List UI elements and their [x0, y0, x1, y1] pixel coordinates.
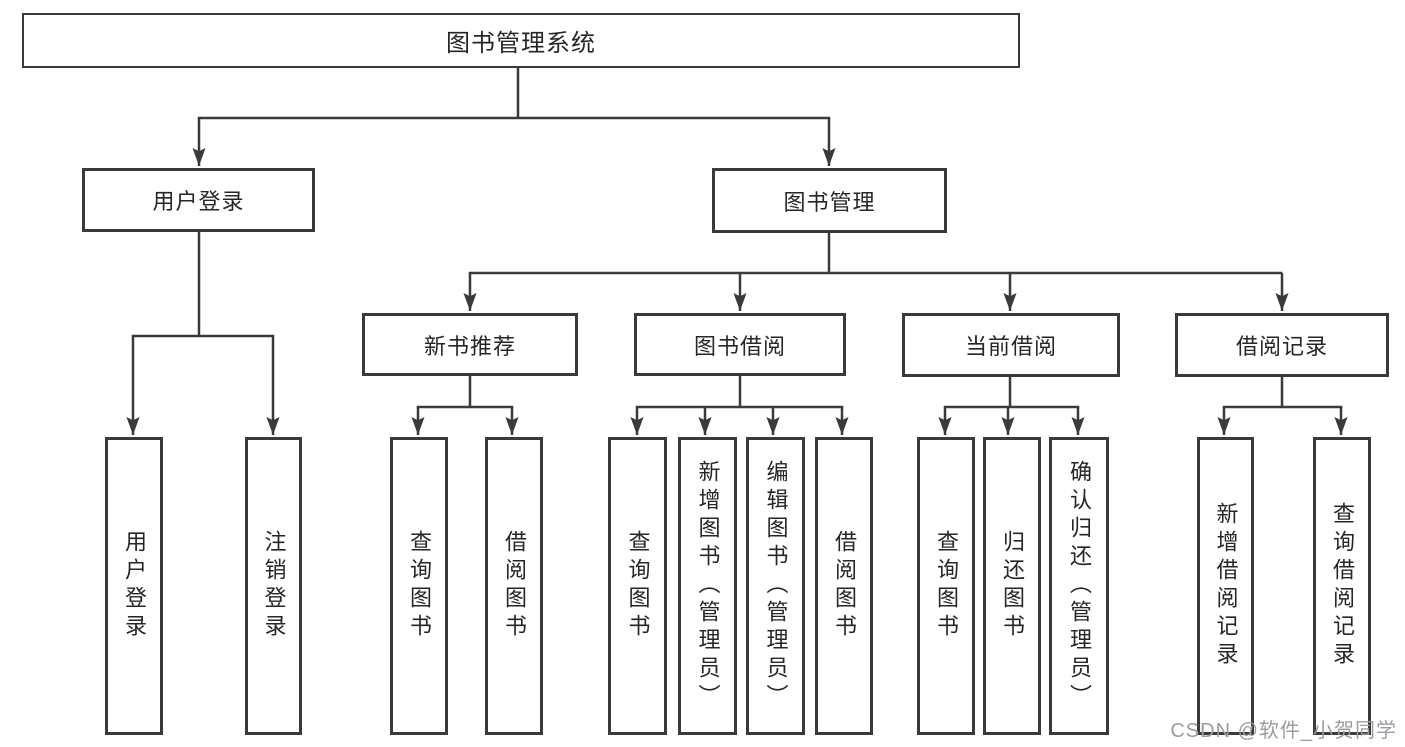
- node-new-book-recommendation: 新书推荐: [362, 313, 578, 376]
- leaf-borrow-books: 借阅图书: [815, 437, 873, 735]
- leaf-label: 确认归还（管理员）: [1067, 460, 1092, 712]
- node-label: 图书管理系统: [446, 30, 596, 57]
- leaf-query-borrow-record: 查询借阅记录: [1313, 437, 1371, 735]
- leaf-label: 查询图书: [407, 530, 432, 642]
- node-book-borrowing: 图书借阅: [634, 313, 846, 376]
- leaf-label: 用户登录: [122, 530, 147, 642]
- node-label: 图书管理: [783, 189, 876, 215]
- leaf-user-login: 用户登录: [105, 437, 163, 735]
- node-label: 用户登录: [152, 189, 245, 214]
- leaf-label: 借阅图书: [502, 530, 527, 642]
- leaf-borrow-books-recommend: 借阅图书: [485, 437, 543, 735]
- node-library-management-system: 图书管理系统: [22, 13, 1020, 68]
- leaf-label: 新增图书（管理员）: [695, 460, 721, 712]
- node-label: 当前借阅: [964, 334, 1057, 359]
- node-user-login: 用户登录: [82, 168, 315, 232]
- node-book-management: 图书管理: [712, 168, 947, 233]
- leaf-logout: 注销登录: [245, 437, 302, 735]
- leaf-confirm-return-admin: 确认归还（管理员）: [1049, 437, 1109, 735]
- leaf-label: 借阅图书: [832, 530, 857, 642]
- leaf-label: 注销登录: [261, 530, 287, 642]
- leaf-query-books-recommend: 查询图书: [390, 437, 448, 735]
- leaf-edit-books-admin: 编辑图书（管理员）: [746, 437, 805, 735]
- node-borrowing-records: 借阅记录: [1175, 313, 1389, 377]
- leaf-query-books-borrowing: 查询图书: [608, 437, 667, 735]
- leaf-label: 新增借阅记录: [1213, 502, 1239, 670]
- leaf-label: 查询图书: [934, 530, 959, 642]
- leaf-label: 查询借阅记录: [1330, 502, 1355, 670]
- leaf-add-borrow-record: 新增借阅记录: [1197, 437, 1254, 735]
- node-current-borrowing: 当前借阅: [902, 313, 1120, 377]
- leaf-query-books-current: 查询图书: [917, 437, 975, 735]
- node-label: 新书推荐: [423, 333, 516, 359]
- leaf-label: 编辑图书（管理员）: [763, 460, 789, 712]
- leaf-add-books-admin: 新增图书（管理员）: [678, 437, 737, 735]
- leaf-label: 归还图书: [1000, 530, 1025, 642]
- watermark: CSDN @软件_小贺同学: [1170, 720, 1397, 742]
- leaf-return-books: 归还图书: [983, 437, 1041, 735]
- leaf-label: 查询图书: [625, 530, 651, 642]
- node-label: 借阅记录: [1235, 334, 1328, 359]
- node-label: 图书借阅: [693, 333, 786, 359]
